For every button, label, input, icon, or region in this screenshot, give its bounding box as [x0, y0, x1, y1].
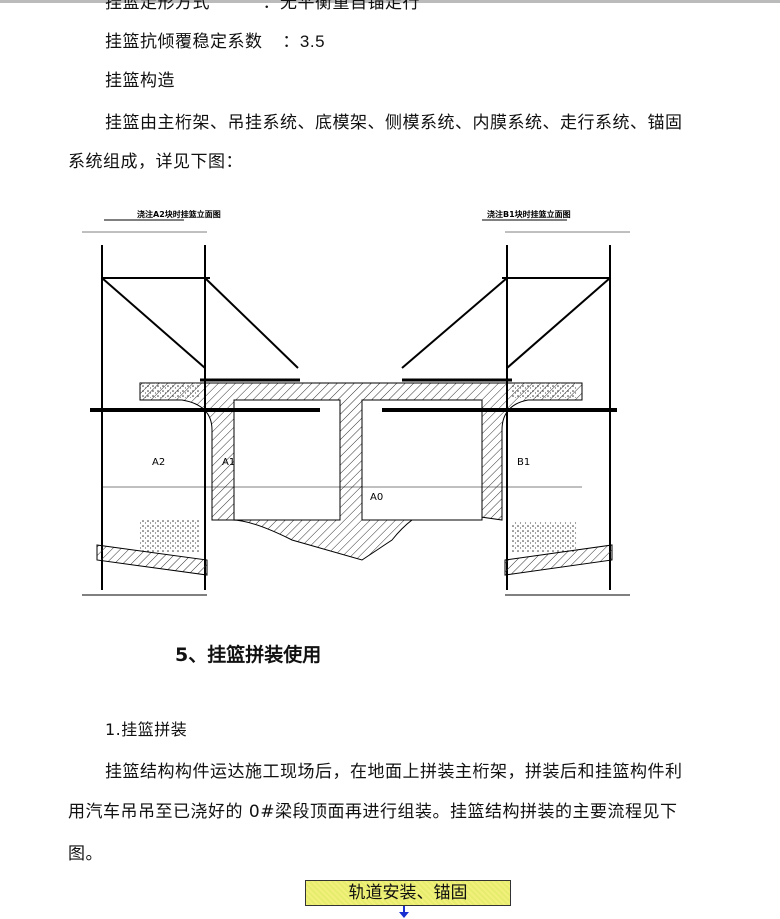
flow-arrow — [403, 906, 405, 914]
bottom-basket-right — [504, 544, 613, 576]
fresh-concrete-top-left — [140, 383, 200, 398]
page-edge — [0, 0, 780, 3]
stability-line: 挂篮抗倾覆稳定系数 ：3.5 — [105, 27, 325, 52]
fresh-concrete-top-right — [512, 383, 577, 398]
paragraph-2-line-1: 挂篮结构构件运达施工现场后，在地面上拼装主桁架，拼装后和挂篮构件利 — [105, 762, 683, 782]
drawing-title-left: 浇注A2块时挂篮立面图 — [137, 209, 221, 219]
cell-left — [233, 399, 341, 521]
stability-label: 挂篮抗倾覆稳定系数 — [105, 32, 263, 52]
paragraph-1-line-2: 系统组成，详见下图： — [68, 152, 243, 172]
segment-label-a2: A2 — [152, 457, 165, 468]
subheading: 1.挂篮拼装 — [105, 720, 188, 739]
paragraph-1-line-1: 挂篮由主桁架、吊挂系统、底模架、侧模系统、内膜系统、走行系统、锚固 — [105, 113, 683, 133]
cell-right — [361, 399, 483, 521]
fresh-concrete-bottom-left — [140, 520, 200, 552]
fresh-concrete-bottom-right — [512, 522, 577, 552]
segment-label-b1: B1 — [517, 457, 530, 468]
drawing-title-right: 浇注B1块时挂篮立面图 — [487, 209, 571, 219]
section-heading: 5、挂篮拼装使用 — [175, 644, 322, 666]
paragraph-2-line-3: 图。 — [68, 844, 103, 864]
segment-label-a0: A0 — [370, 492, 383, 503]
main-truss-right — [382, 245, 617, 590]
bottom-basket-left — [96, 544, 208, 576]
flow-step-track-install: 轨道安装、锚固 — [305, 880, 511, 906]
hanging-basket-elevation-drawing: 浇注A2块时挂篮立面图 浇注B1块时挂篮立面图 A2 A1 A0 B1 — [82, 209, 630, 596]
segment-label-a1: A1 — [222, 457, 235, 468]
arrow-down-icon — [399, 912, 409, 918]
paragraph-2-line-2: 用汽车吊吊至已浇好的 0#梁段顶面再进行组装。挂篮结构拼装的主要流程见下 — [68, 802, 678, 822]
stability-value: ：3.5 — [282, 32, 326, 51]
structure-heading: 挂篮构造 — [105, 71, 175, 91]
main-truss-left — [90, 245, 320, 590]
cut-off-line: 挂篮走形方式 ：无平衡重自锚走行 — [105, 0, 420, 13]
